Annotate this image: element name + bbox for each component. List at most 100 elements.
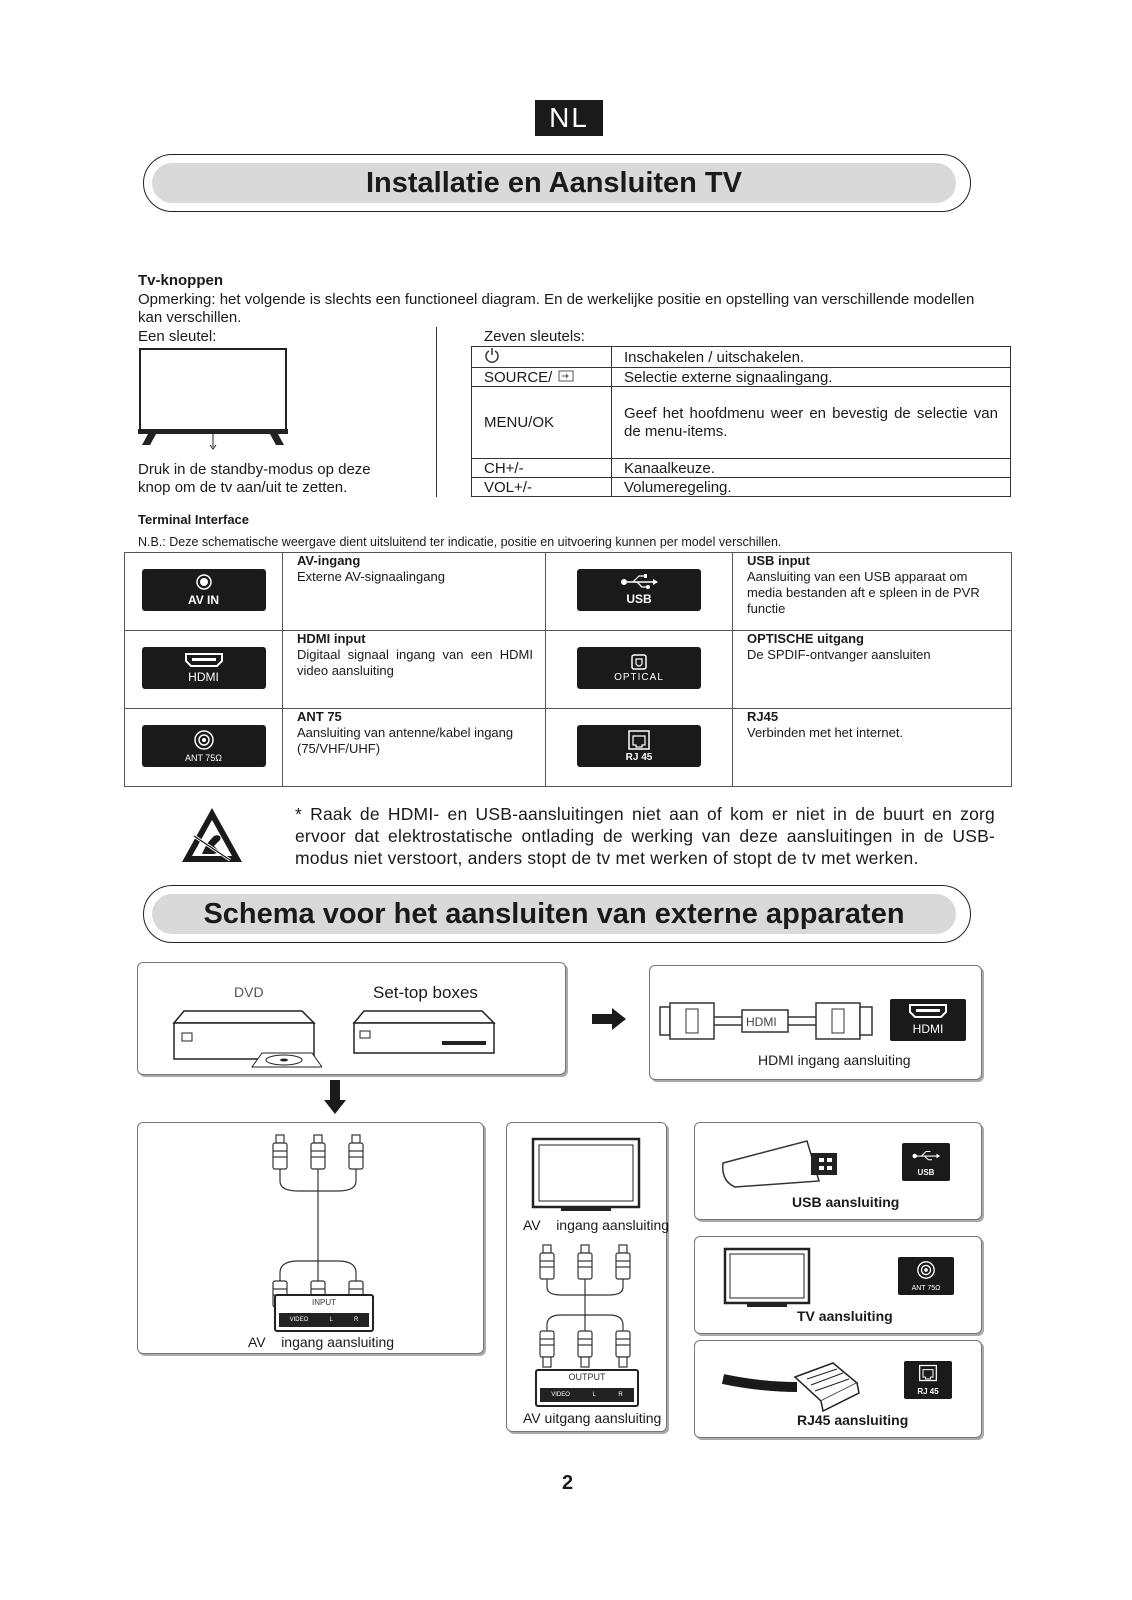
terminal-icon-cell: HDMI: [124, 630, 283, 709]
source-devices-panel: DVD Set-top boxes: [137, 962, 566, 1075]
terminal-note: N.B.: Deze schematische weergave dient u…: [138, 535, 782, 549]
stb-label: Set-top boxes: [373, 983, 478, 1002]
input-label: INPUT: [312, 1298, 336, 1307]
arrow-right-icon: [592, 1008, 626, 1030]
rj45-port-icon: RJ 45: [904, 1361, 952, 1399]
table-row: ANT 75Ω ANT 75 Aansluiting van antenne/k…: [124, 708, 1012, 787]
page-number: 2: [562, 1472, 574, 1494]
key-desc: Volumeregeling.: [611, 477, 1011, 497]
divider: [436, 327, 437, 497]
usb-icon: USB: [577, 569, 701, 611]
terminal-icon-cell: RJ 45: [545, 708, 733, 787]
usb-port-icon: USB: [902, 1143, 950, 1181]
terminal-text: Aansluiting van een USB apparaat om medi…: [747, 569, 980, 616]
seven-keys-label: Zeven sleutels:: [484, 328, 585, 345]
tv-monitor-icon: [723, 1247, 811, 1307]
tv-monitor-icon: [531, 1137, 641, 1211]
r-label: R: [618, 1392, 623, 1398]
set-top-box-icon: [352, 1010, 496, 1054]
key-cell: [471, 346, 612, 368]
av-input-caption-2: AV ingang aansluiting: [523, 1217, 670, 1233]
usb-caption: USB aansluiting: [792, 1194, 900, 1210]
network-cable-icon: [721, 1362, 860, 1413]
terminal-desc: HDMI input Digitaal signaal ingang van e…: [282, 630, 546, 709]
output-label: OUTPUT: [568, 1372, 606, 1382]
terminal-text: Verbinden met het internet.: [747, 725, 904, 740]
power-icon: [484, 348, 500, 367]
tv-front-icon: [138, 348, 288, 450]
terminal-title: ANT 75: [297, 709, 342, 724]
table-row: HDMI HDMI input Digitaal signaal ingang …: [124, 630, 1012, 709]
av-output-caption: AV uitgang aansluiting: [523, 1410, 662, 1426]
terminal-text: Digitaal signaal ingang van een HDMI vid…: [297, 647, 533, 678]
usb-port-label: USB: [917, 1168, 935, 1177]
usb-stick-icon: [722, 1140, 837, 1188]
terminal-icon-cell: AV IN: [124, 552, 283, 631]
port-label: ANT 75Ω: [184, 753, 223, 763]
buttons-heading: Tv-knoppen: [138, 272, 223, 289]
av-input-panel: INPUT VIDEO L R AV ingang aansluiting: [137, 1122, 484, 1354]
dvd-player-icon: [172, 1010, 322, 1068]
terminal-text: Aansluiting van antenne/kabel ingang (75…: [297, 725, 514, 756]
source-input-icon: [557, 369, 575, 386]
table-row: MENU/OK Geef het hoofdmenu weer en beves…: [471, 386, 1011, 459]
keys-table: Inschakelen / uitschakelen. SOURCE/ Sele…: [471, 346, 1011, 497]
l-label: L: [329, 1317, 333, 1323]
buttons-note: Opmerking: het volgende is slechts een f…: [138, 291, 975, 326]
hdmi-cable-icon: [659, 1002, 873, 1040]
key-label: MENU/OK: [471, 386, 612, 459]
page-title: Installatie en Aansluiten TV: [152, 163, 956, 203]
one-key-desc: Druk in de standby-modus op deze knop om…: [138, 461, 371, 496]
key-desc: Geef het hoofdmenu weer en bevestig de s…: [611, 386, 1011, 459]
hdmi-icon: HDMI: [141, 647, 266, 689]
output-terminal-icon: OUTPUT VIDEO L R: [535, 1369, 639, 1407]
rj45-icon: RJ 45: [577, 725, 701, 767]
terminal-title: AV-ingang: [297, 553, 361, 568]
terminal-title: OPTISCHE uitgang: [747, 631, 864, 646]
rj45-caption: RJ45 aansluiting: [797, 1412, 909, 1428]
terminal-table: AV IN AV-ingang Externe AV-signaalingang…: [124, 552, 1012, 787]
terminal-title: RJ45: [747, 709, 779, 724]
table-row: AV IN AV-ingang Externe AV-signaalingang…: [124, 552, 1012, 631]
hdmi-connection-panel: HDMI HDMI HDMI ingang aansluiting: [649, 965, 982, 1080]
table-row: CH+/- Kanaalkeuze.: [471, 458, 1011, 478]
table-row: SOURCE/ Selectie externe signaalingang.: [471, 367, 1011, 387]
terminal-heading: Terminal Interface: [138, 512, 250, 527]
port-label: OPTICAL: [614, 671, 664, 683]
terminal-icon-cell: ANT 75Ω: [124, 708, 283, 787]
hdmi-port-icon: HDMI: [890, 999, 966, 1041]
key-cell: SOURCE/: [471, 367, 612, 387]
rca-cable-icon: [539, 1244, 631, 1368]
key-desc: Selectie externe signaalingang.: [611, 367, 1011, 387]
tv-caption: TV aansluiting: [797, 1308, 893, 1324]
section-heading: Schema voor het aansluiten van externe a…: [152, 894, 956, 934]
terminal-title: HDMI input: [297, 631, 366, 646]
video-label: VIDEO: [289, 1317, 309, 1323]
hdmi-port-label: HDMI: [912, 1022, 944, 1036]
terminal-desc: OPTISCHE uitgang De SPDIF-ontvanger aans…: [732, 630, 1012, 709]
tv-connection-panel: ANT 75Ω TV aansluiting: [694, 1236, 982, 1334]
terminal-icon-cell: OPTICAL: [545, 630, 733, 709]
key-label: SOURCE/: [484, 368, 553, 386]
video-label: VIDEO: [551, 1392, 570, 1398]
warning-text: * Raak de HDMI- en USB-aansluitingen nie…: [295, 804, 995, 868]
rj45-connection-panel: RJ 45 RJ45 aansluiting: [694, 1340, 982, 1438]
l-label: L: [592, 1392, 596, 1398]
av-input-caption: AV ingang aansluiting: [248, 1334, 395, 1350]
key-label: VOL+/-: [471, 477, 612, 497]
antenna-icon: ANT 75Ω: [141, 725, 266, 767]
port-label: HDMI: [188, 670, 219, 684]
terminal-text: De SPDIF-ontvanger aansluiten: [747, 647, 931, 662]
terminal-desc: RJ45 Verbinden met het internet.: [732, 708, 1012, 787]
esd-warning-icon: [182, 808, 242, 862]
av-output-panel: AV ingang aansluiting OUTPUT VIDEO L R A…: [506, 1122, 670, 1432]
table-row: Inschakelen / uitschakelen.: [471, 346, 1011, 368]
optical-icon: OPTICAL: [577, 647, 701, 689]
terminal-title: USB input: [747, 553, 810, 568]
input-terminal-icon: INPUT VIDEO L R: [274, 1294, 374, 1332]
terminal-desc: USB input Aansluiting van een USB appara…: [732, 552, 1012, 631]
table-row: VOL+/- Volumeregeling.: [471, 477, 1011, 497]
antenna-port-label: ANT 75Ω: [911, 1285, 941, 1292]
av-in-icon: AV IN: [141, 569, 266, 611]
rj45-port-label: RJ 45: [917, 1387, 939, 1396]
